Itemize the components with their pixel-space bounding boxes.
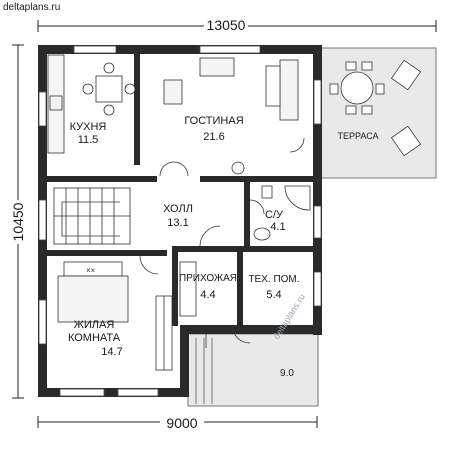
porch-floor <box>187 333 319 407</box>
bed-icon: ×× <box>57 261 129 323</box>
terrace-name: ТЕРРАСА <box>337 131 378 141</box>
kitchen-counter <box>47 54 65 154</box>
entry-name: ПРИХОЖАЯ <box>179 273 237 284</box>
dimension-top: 13050 <box>207 17 246 33</box>
kitchen-name: КУХНЯ <box>70 121 107 133</box>
hall-name: ХОЛЛ <box>163 203 193 215</box>
bath-area: 4.1 <box>270 221 285 233</box>
bedroom-name-line2: КОМНАТА <box>68 332 121 344</box>
doors <box>139 137 305 348</box>
wardrobe-icon <box>155 261 197 371</box>
stairs <box>53 187 131 245</box>
windows <box>38 45 322 397</box>
bedroom-area: 14.7 <box>101 346 122 358</box>
kitchen-area: 11.5 <box>78 134 99 146</box>
bath-name: С/У <box>265 209 284 221</box>
terrace-table-icon <box>329 59 422 157</box>
porch-steps <box>195 338 213 404</box>
dimension-bottom: 9000 <box>166 415 197 431</box>
dining-table-icon <box>82 62 136 116</box>
interior-walls <box>47 45 313 326</box>
sofa-icon <box>163 57 299 121</box>
hall-area: 13.1 <box>167 217 188 229</box>
living-name: ГОСТИНАЯ <box>184 115 243 127</box>
terrace-floor <box>319 47 437 179</box>
tech-name: ТЕХ. ПОМ. <box>248 274 299 285</box>
site-label: deltaplans.ru <box>3 2 60 13</box>
bedroom-name-line1: ЖИЛАЯ <box>74 319 115 331</box>
tech-area: 5.4 <box>266 289 281 301</box>
room-labels: КУХНЯ 11.5 ГОСТИНАЯ 21.6 ТЕРРАСА ХОЛЛ 13… <box>68 115 379 379</box>
svg-text:××: ×× <box>86 266 96 275</box>
entry-area: 4.4 <box>200 289 215 301</box>
living-area: 21.6 <box>203 131 224 143</box>
dimension-left: 10450 <box>10 202 26 241</box>
porch-area: 9.0 <box>280 368 294 379</box>
bathroom-fixtures <box>253 185 311 241</box>
